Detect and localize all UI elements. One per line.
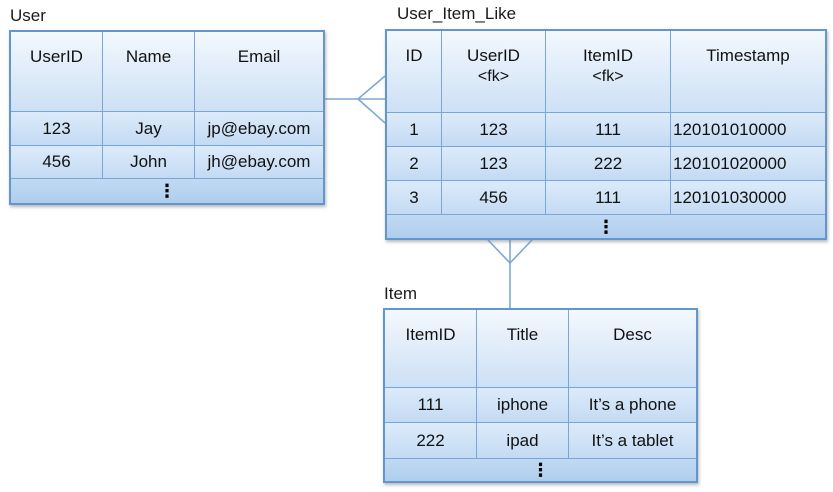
column-label: UserID bbox=[467, 46, 520, 65]
column-label: Name bbox=[125, 47, 172, 66]
like-col-header-timestamp: Timestamp bbox=[671, 31, 825, 113]
table-cell: It’s a phone bbox=[569, 388, 696, 423]
table-cell: 123 bbox=[11, 112, 103, 146]
table-cell: 2 bbox=[387, 147, 442, 181]
user-table-title: User bbox=[10, 6, 46, 25]
table-cell: 222 bbox=[385, 423, 477, 459]
relationship-item-to-user-item-like bbox=[487, 239, 533, 308]
item-col-header-itemid: ItemID bbox=[385, 310, 477, 388]
table-cell: 3 bbox=[387, 181, 442, 215]
user-col-header-email: Email bbox=[195, 32, 323, 112]
user-item-like-table-title: User_Item_Like bbox=[397, 4, 517, 23]
table-cell: 111 bbox=[546, 113, 671, 147]
table-cell: 222 bbox=[546, 147, 671, 181]
table-cell: 120101030000 bbox=[671, 181, 825, 215]
table-cell: 111 bbox=[546, 181, 671, 215]
more-rows-ellipsis: ⋮ bbox=[387, 215, 825, 238]
column-label: Email bbox=[237, 47, 281, 66]
column-label: ItemID bbox=[405, 325, 456, 344]
table-cell: ipad bbox=[477, 423, 569, 459]
item-col-header-desc: Desc bbox=[569, 310, 696, 388]
user-item-like-table: ID UserID <fk> ItemID <fk> Timestamp 1 1… bbox=[385, 29, 827, 240]
table-cell: jp@ebay.com bbox=[195, 112, 323, 146]
like-col-header-userid: UserID <fk> bbox=[442, 31, 546, 113]
like-col-header-id: ID bbox=[387, 31, 442, 113]
like-col-header-itemid: ItemID <fk> bbox=[546, 31, 671, 113]
relationship-user-to-user-item-like bbox=[325, 75, 386, 124]
table-cell: 123 bbox=[442, 147, 546, 181]
column-label: Timestamp bbox=[706, 46, 790, 65]
item-table-title: Item bbox=[384, 284, 418, 303]
item-col-header-title: Title bbox=[477, 310, 569, 388]
table-cell: 120101010000 bbox=[671, 113, 825, 147]
table-cell: 1 bbox=[387, 113, 442, 147]
column-sublabel: <fk> bbox=[592, 68, 624, 85]
user-col-header-userid: UserID bbox=[11, 32, 103, 112]
table-cell: John bbox=[103, 146, 195, 179]
item-table: ItemID Title Desc 111 iphone It’s a phon… bbox=[383, 308, 698, 483]
column-label: ItemID bbox=[582, 46, 634, 65]
column-label: Desc bbox=[613, 325, 652, 344]
table-cell: It’s a tablet bbox=[569, 423, 696, 459]
column-label: ID bbox=[405, 46, 423, 65]
table-cell: iphone bbox=[477, 388, 569, 423]
column-label: UserID bbox=[30, 47, 83, 66]
table-cell: 111 bbox=[385, 388, 477, 423]
column-label: Title bbox=[506, 325, 539, 344]
table-cell: 120101020000 bbox=[671, 147, 825, 181]
user-col-header-name: Name bbox=[103, 32, 195, 112]
table-cell: Jay bbox=[103, 112, 195, 146]
more-rows-ellipsis: ⋮ bbox=[11, 179, 323, 203]
user-table: UserID Name Email 123 Jay jp@ebay.com 45… bbox=[9, 30, 325, 205]
table-cell: 456 bbox=[442, 181, 546, 215]
table-cell: jh@ebay.com bbox=[195, 146, 323, 179]
more-rows-ellipsis: ⋮ bbox=[385, 459, 696, 481]
table-cell: 456 bbox=[11, 146, 103, 179]
table-cell: 123 bbox=[442, 113, 546, 147]
column-sublabel: <fk> bbox=[477, 68, 510, 85]
